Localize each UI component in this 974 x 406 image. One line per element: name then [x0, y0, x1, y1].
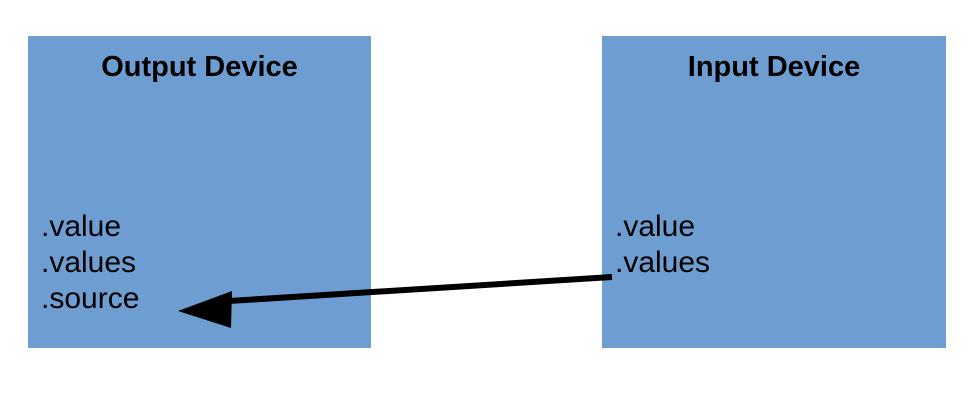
input-device-property-list: .value .values — [615, 209, 710, 281]
input-device-box[interactable]: Input Device .value .values — [602, 36, 946, 348]
output-device-property-value: .value — [41, 210, 122, 243]
output-device-box[interactable]: Output Device .value .values .source — [28, 36, 371, 348]
output-device-property-list: .value .values .source — [41, 209, 139, 317]
output-device-property-source: .source — [41, 282, 140, 315]
output-device-property-values: .values — [41, 246, 137, 279]
input-device-title: Input Device — [687, 51, 861, 83]
output-device-title: Output Device — [101, 51, 298, 83]
input-device-property-value: .value — [615, 210, 696, 243]
input-device-property-values: .values — [615, 246, 711, 279]
